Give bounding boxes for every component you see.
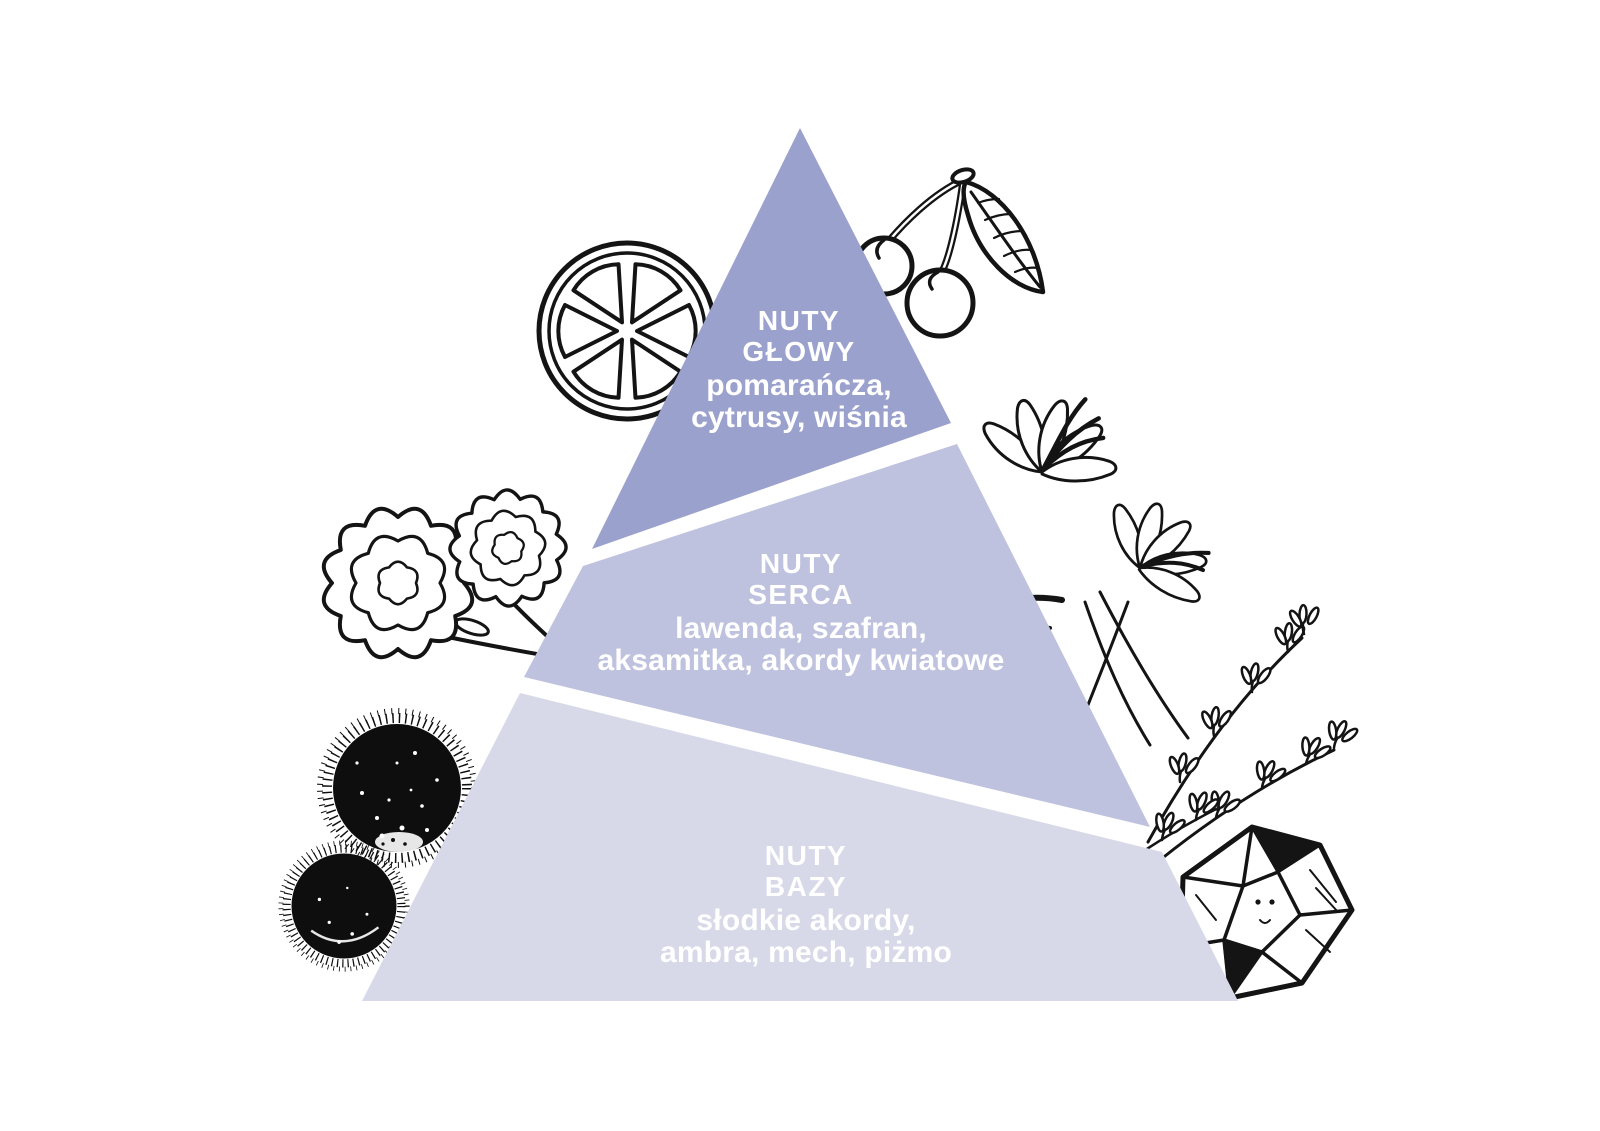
top-notes-ingredients-line1: pomarańcza,: [706, 369, 892, 402]
heart-notes-ingredients-line2: aksamitka, akordy kwiatowe: [597, 644, 1005, 677]
top-notes-label: NUTY GŁOWY pomarańcza, cytrusy, wiśnia: [691, 305, 907, 434]
pyramid-heart-section: [524, 444, 1150, 827]
lavender-sprigs-icon: [1118, 593, 1362, 870]
base-notes-title-line1: NUTY: [764, 840, 848, 871]
heart-notes-title-line1: NUTY: [759, 548, 843, 579]
marigold-flowers-icon: [321, 488, 576, 663]
base-notes-ingredients-line1: słodkie akordy,: [696, 904, 916, 937]
base-notes-title-line2: BAZY: [764, 871, 848, 902]
top-notes-title-line2: GŁOWY: [742, 336, 856, 367]
base-notes-ingredients-line2: ambra, mech, piżmo: [659, 936, 953, 969]
heart-notes-title-line2: SERCA: [748, 579, 854, 610]
pyramid-base-section: [362, 693, 1238, 1001]
top-notes-title-line1: NUTY: [757, 305, 841, 336]
top-notes-ingredients-line2: cytrusy, wiśnia: [691, 401, 907, 434]
pyramid-top-section: [592, 128, 951, 549]
base-notes-label: NUTY BAZY słodkie akordy, ambra, mech, p…: [660, 840, 952, 969]
heart-notes-ingredients-line1: lawenda, szafran,: [675, 612, 927, 645]
heart-notes-label: NUTY SERCA lawenda, szafran, aksamitka, …: [597, 548, 1004, 677]
saffron-crocus-icon: [946, 397, 1211, 747]
